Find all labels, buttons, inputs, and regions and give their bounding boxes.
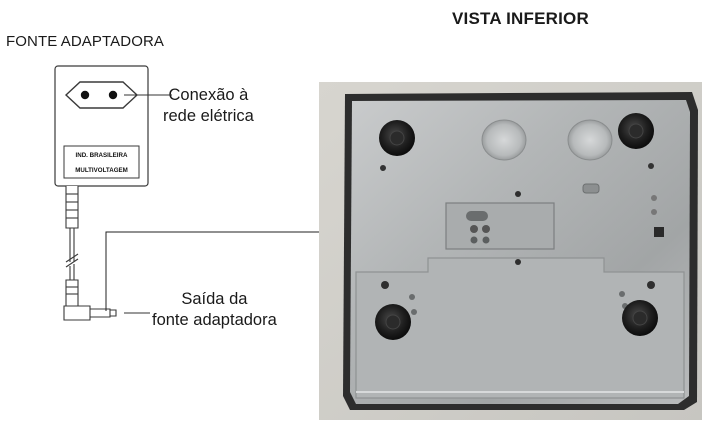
adapter-label-line1: IND. BRASILEIRA xyxy=(76,152,128,159)
adapter-output-label: Saída da fonte adaptadora xyxy=(152,289,277,331)
adapter-cable xyxy=(63,186,117,321)
scale-bottom-photo xyxy=(319,82,702,420)
power-adapter xyxy=(54,65,149,187)
bottom-view-title: VISTA INFERIOR xyxy=(452,9,589,28)
adapter-label-box xyxy=(63,145,140,179)
adapter-output-label-line1: Saída da xyxy=(181,290,248,308)
mains-connection-label-line2: rede elétrica xyxy=(163,107,254,125)
plug-pin-right xyxy=(108,90,118,100)
mains-connection-label: Conexão à rede elétrica xyxy=(163,85,254,127)
adapter-label-line2: MULTIVOLTAGEM xyxy=(75,167,128,174)
adapter-output-label-line2: fonte adaptadora xyxy=(152,311,277,329)
plug-pin-left xyxy=(80,90,90,100)
mains-connection-label-line1: Conexão à xyxy=(168,86,249,104)
adapter-title: FONTE ADAPTADORA xyxy=(6,33,165,50)
